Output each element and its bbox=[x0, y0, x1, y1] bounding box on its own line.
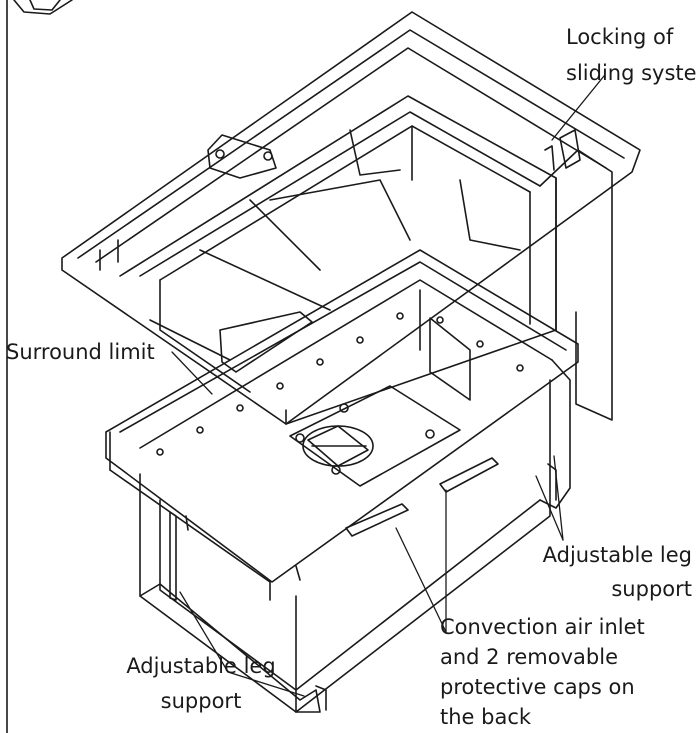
leader-adj-left-1 bbox=[179, 591, 229, 673]
label-adjustable-leg-left-line1: Adjustable leg bbox=[126, 654, 276, 678]
label-convection-line2: and 2 removable bbox=[440, 645, 618, 669]
label-locking-line2: sliding syste bbox=[566, 61, 697, 85]
leader-lines bbox=[171, 75, 605, 697]
leader-surround-limit bbox=[171, 351, 213, 395]
leader-adj-right-2 bbox=[535, 475, 564, 541]
lower-body bbox=[105, 249, 579, 713]
label-convection-line3: protective caps on bbox=[440, 675, 635, 699]
leader-locking bbox=[551, 75, 605, 141]
label-locking-line1: Locking of bbox=[566, 25, 674, 49]
label-surround-limit: Surround limit bbox=[6, 340, 155, 364]
upper-frame bbox=[61, 11, 641, 425]
label-adjustable-leg-right-line2: support bbox=[611, 577, 692, 601]
label-adjustable-leg-left-line2: support bbox=[160, 689, 242, 713]
label-adjustable-leg-right-line1: Adjustable leg bbox=[542, 543, 692, 567]
label-convection-line4: the back bbox=[440, 705, 532, 729]
leader-adj-right-1 bbox=[553, 455, 564, 541]
leader-adj-left-2 bbox=[227, 671, 305, 697]
leader-conv-1 bbox=[395, 527, 447, 633]
partial-component-top-left bbox=[13, 0, 73, 15]
label-convection-line1: Convection air inlet bbox=[440, 615, 645, 639]
